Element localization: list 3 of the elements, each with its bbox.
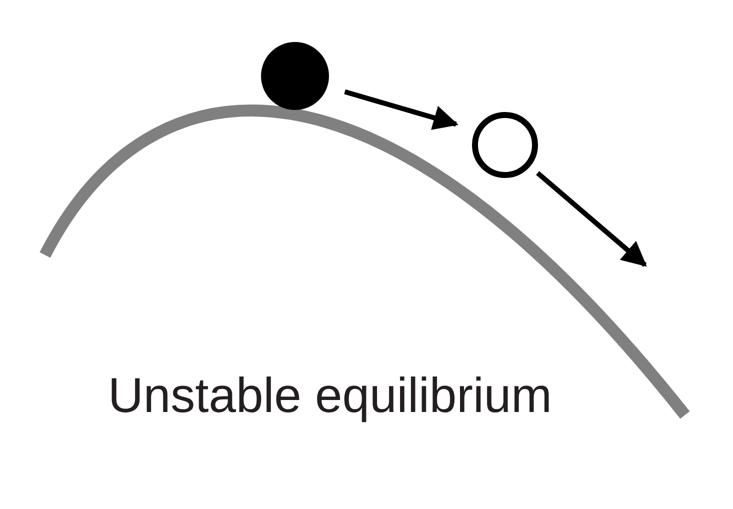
arrow (536, 171, 647, 267)
diagram-caption: Unstable equilibrium (108, 368, 552, 424)
arrow (344, 89, 458, 130)
